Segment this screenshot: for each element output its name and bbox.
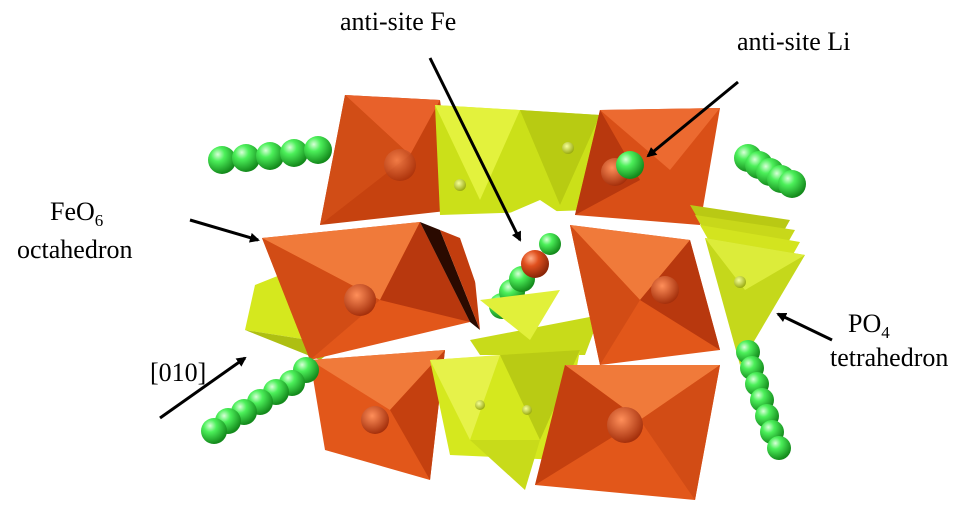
label-po4: PO4	[848, 309, 890, 342]
tetrahedron-bottom-center	[430, 350, 580, 490]
octahedron-back-top-right	[575, 108, 720, 225]
arrow-po4-tetrahedron	[776, 312, 833, 342]
label-anti-site-fe: anti-site Fe	[340, 7, 456, 36]
label-feo6: FeO6	[50, 197, 103, 230]
li-chain-upper-right	[734, 144, 806, 198]
label-anti-site-li: anti-site Li	[737, 27, 850, 56]
octahedron-middle-right	[570, 225, 720, 365]
label-feo6-octahedron: octahedron	[17, 235, 133, 264]
tetrahedron-right-stack	[690, 205, 805, 365]
li-chain-lower-left	[201, 357, 319, 444]
li-chain-lower-right	[736, 340, 791, 460]
anti-site-li-sphere	[616, 151, 644, 179]
tetrahedron-center-lower	[470, 290, 600, 355]
octahedron-back-top-left	[320, 95, 455, 225]
arrow-anti-site-fe	[428, 57, 522, 242]
label-010-direction: [010]	[150, 358, 206, 387]
arrow-feo6-octahedron	[189, 218, 260, 243]
label-po4-tetrahedron: tetrahedron	[830, 343, 948, 372]
anti-site-fe-sphere	[521, 250, 549, 278]
octahedron-middle-left	[262, 222, 490, 360]
octahedron-bottom-left	[310, 350, 445, 480]
arrow-anti-site-li	[646, 80, 739, 158]
li-chain-upper-left	[208, 136, 332, 174]
octahedron-bottom-right	[535, 365, 720, 500]
arrow-010-direction	[159, 356, 247, 420]
